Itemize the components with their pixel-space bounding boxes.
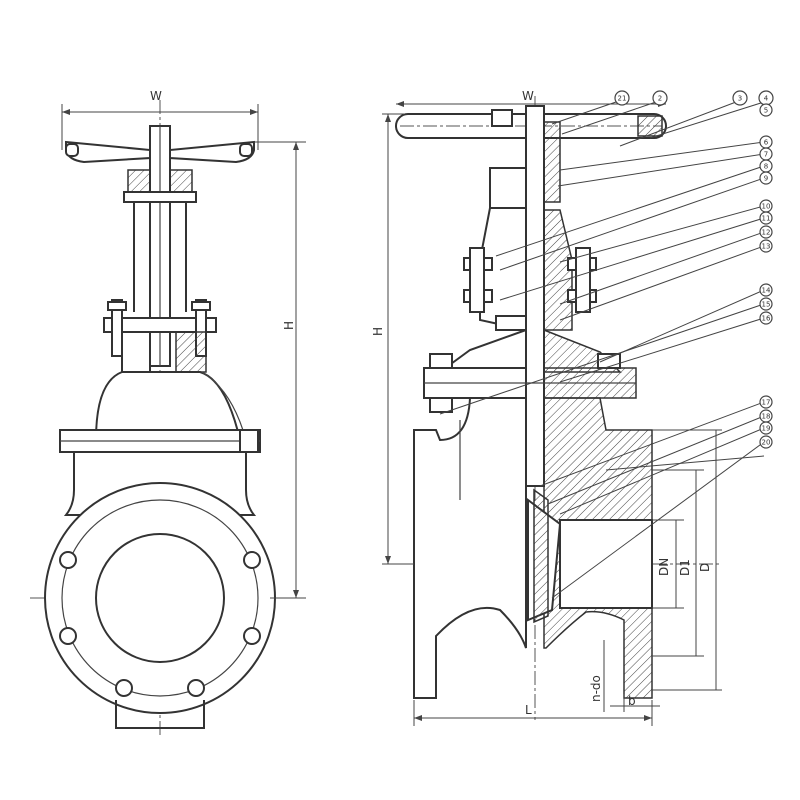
svg-text:18: 18	[762, 413, 771, 421]
section-l-label: L	[525, 703, 532, 717]
callout-balloons-right: 5 6 7 8 9 10 11 12 13 14 15 16 17 18 19 …	[759, 103, 773, 449]
callout-2: 2	[652, 90, 668, 106]
callout-leaders	[439, 101, 765, 599]
svg-text:14: 14	[762, 287, 771, 295]
svg-text:20: 20	[762, 439, 771, 447]
callout-3: 3	[732, 90, 748, 106]
svg-text:4: 4	[764, 95, 769, 103]
section-view: W H L DN D1 D n-do b	[371, 89, 722, 726]
front-w-label: W	[150, 89, 162, 103]
section-h-label: H	[371, 327, 385, 336]
callout-6: 6	[759, 135, 773, 149]
svg-text:3: 3	[738, 95, 742, 103]
svg-text:6: 6	[764, 139, 769, 147]
section-d1-label: D1	[678, 559, 692, 576]
section-b-label: b	[628, 694, 636, 708]
callout-21: 21	[614, 90, 630, 106]
svg-text:16: 16	[762, 315, 771, 323]
callout-8: 8	[759, 159, 773, 173]
callout-11: 11	[759, 211, 773, 225]
svg-text:10: 10	[762, 203, 771, 211]
callout-14: 14	[759, 283, 773, 297]
section-stem	[525, 105, 545, 487]
svg-text:13: 13	[762, 243, 771, 251]
callout-16: 16	[759, 311, 773, 325]
front-bolt-holes	[59, 551, 261, 697]
svg-text:9: 9	[764, 175, 768, 183]
callout-19: 19	[759, 421, 773, 435]
svg-text:11: 11	[762, 215, 771, 223]
callout-15: 15	[759, 297, 773, 311]
callout-balloons-top: 21 2 3 4	[614, 90, 774, 106]
svg-text:12: 12	[762, 229, 771, 237]
section-d-label: D	[698, 563, 712, 572]
callout-20: 20	[759, 435, 773, 449]
svg-text:17: 17	[762, 399, 771, 407]
callout-4: 4	[758, 90, 774, 106]
front-h-label: H	[282, 321, 296, 330]
svg-text:2: 2	[658, 95, 662, 103]
svg-text:19: 19	[762, 425, 771, 433]
callout-5: 5	[759, 103, 773, 117]
svg-text:7: 7	[764, 151, 768, 159]
section-dn-label: DN	[657, 558, 671, 576]
section-w-label: W	[522, 89, 534, 103]
svg-text:21: 21	[618, 95, 627, 103]
handwheel	[65, 140, 255, 164]
callout-12: 12	[759, 225, 773, 239]
callout-13: 13	[759, 239, 773, 253]
callout-17: 17	[759, 395, 773, 409]
callout-18: 18	[759, 409, 773, 423]
svg-text:15: 15	[762, 301, 771, 309]
callout-10: 10	[759, 199, 773, 213]
front-view: W H	[30, 89, 306, 735]
section-ndo-label: n-do	[589, 675, 603, 702]
svg-text:5: 5	[764, 107, 768, 115]
callout-7: 7	[759, 147, 773, 161]
callout-9: 9	[759, 171, 773, 185]
svg-text:8: 8	[764, 163, 768, 171]
